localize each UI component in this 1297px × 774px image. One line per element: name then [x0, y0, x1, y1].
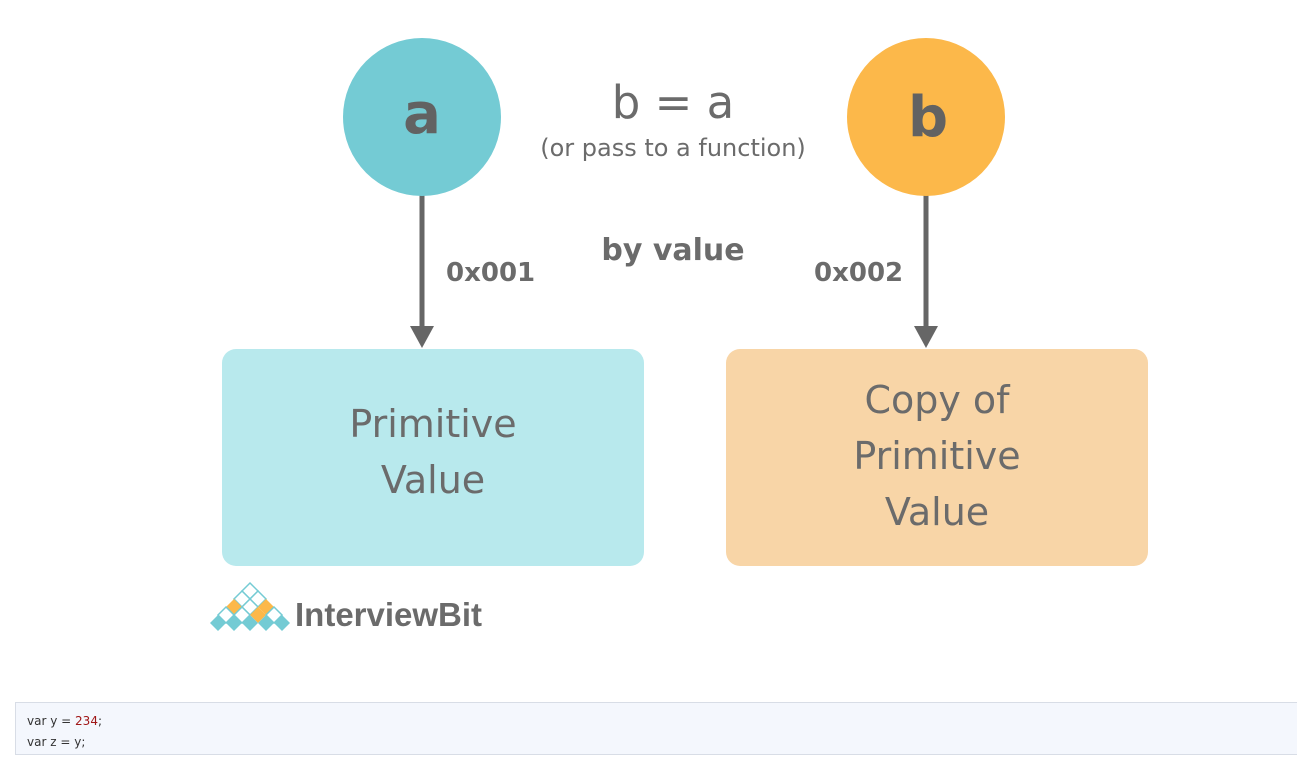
node-b-circle: [847, 38, 1005, 196]
arrow-b: [914, 195, 938, 348]
code-operator: =: [60, 735, 71, 749]
code-line-2: var z = y;: [27, 732, 1297, 753]
diagram-svg: a b b = a (or pass to a function) by val…: [210, 38, 1148, 633]
code-operator: =: [61, 714, 72, 728]
node-b-label: b: [908, 85, 948, 150]
address-a: 0x001: [446, 258, 535, 288]
code-line-1: var y = 234;: [27, 711, 1297, 732]
code-identifier: z: [50, 735, 57, 749]
box-right-line-3: Value: [885, 490, 989, 534]
code-semicolon: ;: [97, 714, 102, 728]
code-identifier: y: [50, 714, 58, 728]
copy-value-box: [726, 349, 1148, 566]
code-keyword: var: [27, 714, 47, 728]
box-right-line-2: Primitive: [853, 434, 1020, 478]
logo-wordmark: InterviewBit: [295, 596, 482, 633]
box-left-line-1: Primitive: [349, 402, 516, 446]
pass-by-value-diagram: a b b = a (or pass to a function) by val…: [210, 38, 1148, 633]
logo-mark-icon: [210, 581, 290, 631]
mode-label: by value: [601, 233, 744, 268]
assignment-heading: b = a: [612, 76, 734, 129]
node-a-circle: [343, 38, 501, 196]
code-snippet: var y = 234; var z = y;: [15, 702, 1297, 755]
code-keyword: var: [27, 735, 47, 749]
box-left-line-2: Value: [381, 458, 485, 502]
address-b: 0x002: [814, 258, 903, 288]
box-right-line-1: Copy of: [864, 378, 1011, 422]
code-value: y: [74, 735, 82, 749]
primitive-value-box: [222, 349, 644, 566]
code-number: 234: [75, 714, 98, 728]
assignment-subheading: (or pass to a function): [540, 134, 806, 162]
code-semicolon: ;: [81, 735, 86, 749]
node-a-label: a: [403, 82, 441, 147]
arrow-a: [410, 195, 434, 348]
interviewbit-logo: InterviewBit: [210, 581, 482, 633]
